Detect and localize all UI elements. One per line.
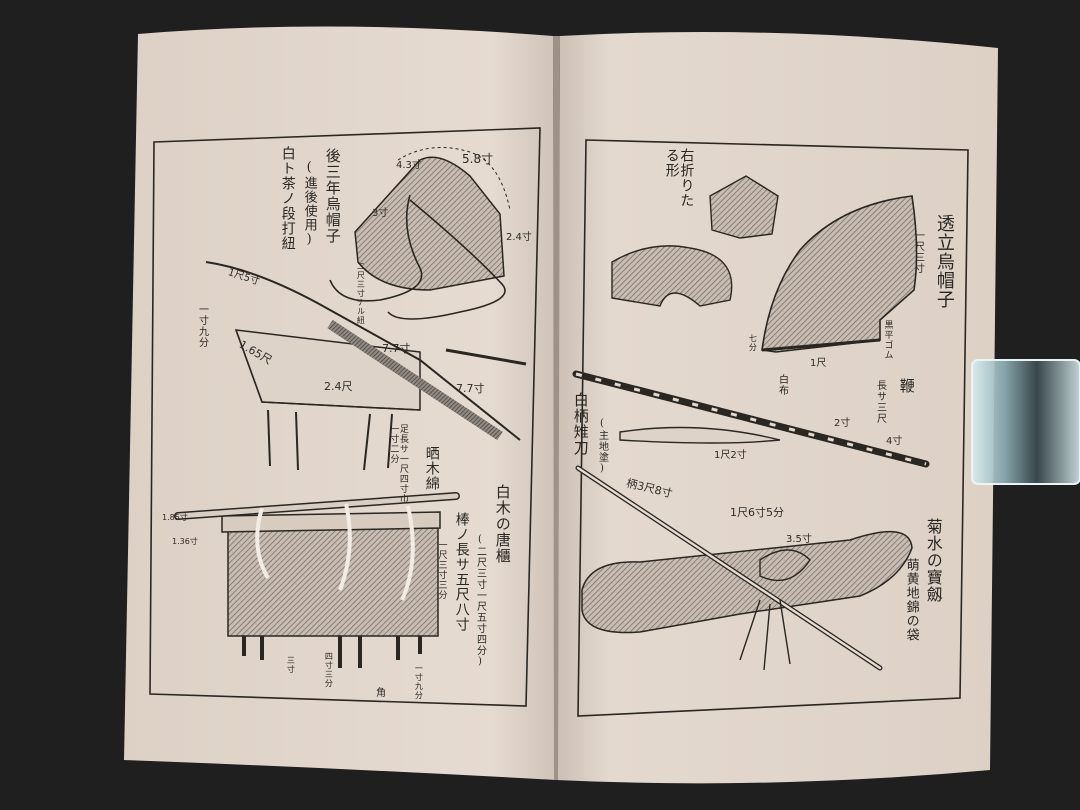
whip-dim-c: 1尺2寸 [714,450,747,461]
eboshi-cord-label: 白ト茶ノ段打紐 [279,146,296,251]
eboshi-title: 後三年烏帽子 [323,148,342,244]
hat-height: 一尺三寸 [912,230,924,274]
sword-note: (主地塗) [596,418,608,475]
whip-length: 長サ三尺 [874,380,886,424]
bag-title: 菊水の寶劔 [923,518,943,603]
folded-shapes-drawing [611,175,779,307]
karabitsu-dim-foot-a: 三寸 [286,656,296,674]
book-gutter [553,36,560,780]
karabitsu-dim-right: 一尺三寸三分 [436,540,447,600]
eboshi-dim-left: 3寸 [372,208,389,219]
hat-title: 透立烏帽子 [933,214,955,309]
stand-dim-a: 7.7寸 [382,342,411,355]
bag-note: 萌黄地錦の袋 [903,558,919,642]
whip-dim-a: 2寸 [834,418,851,429]
eboshi-hat-drawing [329,147,511,320]
karabitsu-wood-label: 晒木綿 [423,446,440,491]
hat-base: 白布 [776,374,788,396]
karabitsu-dim-foot-c: 角 [376,688,386,699]
sword-tassel: 3.5寸 [786,534,812,545]
left-frame [149,127,541,707]
stand-leg-note: 足長サ一尺四寸巾一寸二分 [388,424,408,504]
eboshi-dim-top: 5.8寸 [462,152,494,166]
sword-length: 1尺6寸5分 [730,506,784,519]
stand-drawing [205,261,527,471]
karabitsu-dim-foot-d: 一寸九分 [414,664,424,700]
sword-title: 白柄雉刀 [571,392,590,456]
glass-clip [971,359,1080,485]
whip-drawing [572,370,930,468]
hat-edge: 黒平ゴム [882,320,893,360]
hat-left-dim: 七分 [748,334,758,352]
karabitsu-dim-foot-b: 四寸三分 [324,652,334,688]
eboshi-dim-cord: 二尺三寸ナル紐 [356,262,366,325]
tall-hat-drawing [761,195,918,353]
stand-dim-width: 2.4尺 [324,380,353,393]
hat-width: 1尺 [810,358,827,369]
karabitsu-dim-left-a: 1.85寸 [162,513,188,522]
whip-title: 鞭 [897,378,916,394]
whip-dim-b: 4寸 [886,436,903,447]
karabitsu-dim-left-b: 1.36寸 [172,537,198,546]
stand-dim-height: 一寸九分 [196,304,208,348]
fold-label: 右折りたる形 [663,148,695,208]
karabitsu-size: (二尺三寸一尺五寸四分) [474,534,486,668]
sword-bag-drawing [575,465,913,671]
eboshi-note: (進後使用) [301,160,317,248]
karabitsu-drawing [174,492,460,668]
eboshi-dim-side: 4.3寸 [396,160,422,171]
eboshi-dim-right: 2.4寸 [506,232,532,243]
right-frame [577,139,969,717]
stand-dim-b: 7.7寸 [456,382,485,395]
karabitsu-pole-note: 棒ノ長サ五尺八寸 [453,512,470,632]
karabitsu-title: 白木の唐櫃 [493,484,512,564]
